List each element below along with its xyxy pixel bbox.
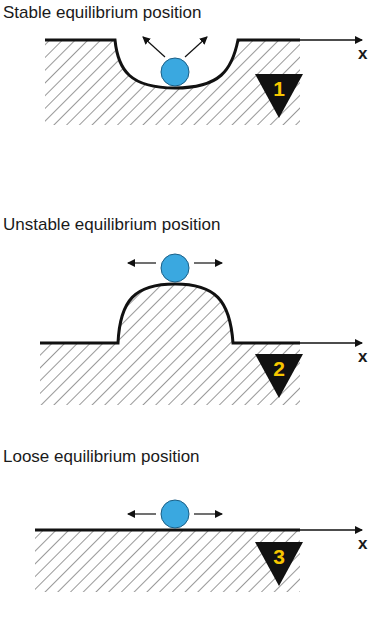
axis-label: x: [358, 535, 367, 553]
x-axis: [300, 39, 362, 41]
ground-hatch: [35, 530, 300, 592]
callout-number: 3: [255, 542, 303, 569]
ground-surface: [35, 529, 300, 532]
triangle-fill: [255, 74, 303, 118]
axis-label: x: [358, 348, 367, 366]
section-heading: Unstable equilibrium position: [3, 215, 220, 235]
motion-arrow: [185, 37, 207, 57]
ground-surface: [40, 284, 300, 343]
callout-number: 1: [255, 74, 303, 101]
triangle-fill: [255, 542, 303, 586]
callout-number: 2: [255, 354, 303, 381]
triangle-fill: [255, 354, 303, 398]
motion-arrow: [194, 262, 222, 263]
x-axis: [300, 529, 362, 531]
motion-arrow: [143, 37, 165, 57]
motion-arrow: [194, 513, 222, 514]
callout-triangle: 1: [255, 74, 303, 118]
section-heading: Loose equilibrium position: [3, 447, 200, 467]
ground-hatch: [40, 284, 300, 405]
ball: [161, 500, 189, 528]
callout-triangle: 3: [255, 542, 303, 586]
callout-triangle: 2: [255, 354, 303, 398]
ball: [161, 58, 189, 86]
section-heading: Stable equilibrium position: [3, 3, 201, 23]
ball: [161, 254, 189, 282]
axis-label: x: [358, 45, 367, 63]
motion-arrow: [128, 513, 156, 514]
x-axis: [300, 342, 362, 344]
motion-arrow: [128, 262, 156, 263]
